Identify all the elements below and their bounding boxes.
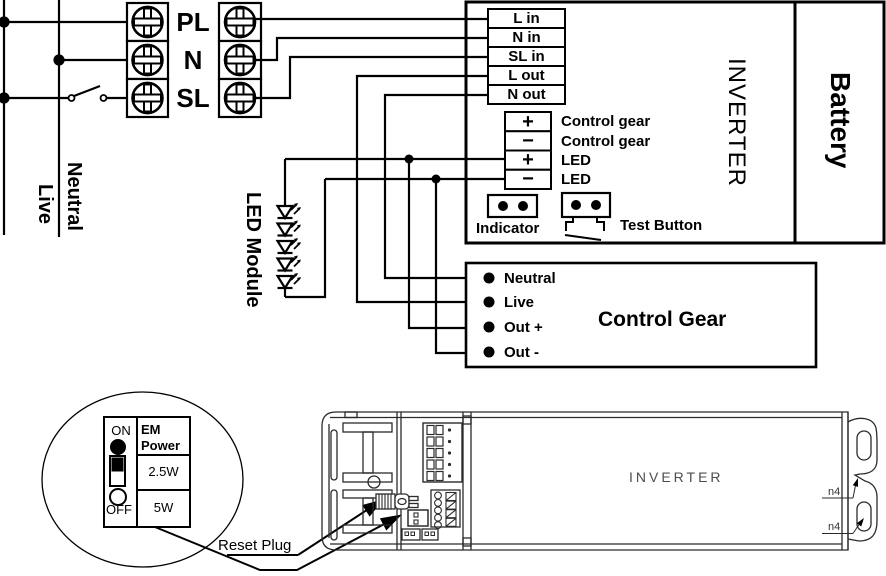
io-wires [255, 17, 488, 304]
dc-label-control-gear-1: Control gear [561, 113, 651, 130]
dc-label-led-1: LED [561, 151, 591, 169]
inset-panel [103, 416, 191, 528]
mount-hole-label-bottom: n4 [828, 521, 841, 533]
cg-terminal-live: Live [504, 294, 535, 311]
reset-plug-label: Reset Plug [218, 537, 292, 554]
io-terminal-boxes [487, 8, 566, 105]
mains-supply-lines [0, 0, 127, 237]
dc-symbol-minus-gear: − [522, 129, 534, 152]
io-terminal-sl-in: SL in [508, 48, 545, 65]
dc-symbol-minus-led: − [522, 168, 534, 191]
off-dot [109, 488, 127, 506]
dc-wires [285, 154, 505, 355]
switch-off-label: OFF [106, 502, 132, 517]
device-terminal-strip [422, 422, 463, 483]
em-mode-switch [109, 455, 126, 487]
cg-terminal-out-plus: Out + [504, 319, 543, 336]
mount-hole-label-top: n4 [828, 486, 841, 498]
led-symbols [276, 201, 303, 290]
dc-symbol-plus-led: + [522, 149, 534, 171]
dc-label-led-2: LED [561, 171, 591, 188]
led-module-string [283, 159, 327, 299]
io-terminal-n-in: N in [512, 29, 541, 46]
device-inverter-label: INVERTER [629, 469, 724, 485]
device-left-section [330, 422, 393, 541]
device-housing [321, 411, 849, 551]
em-power-5w: 5W [153, 500, 174, 515]
dc-terminal-boxes [504, 111, 552, 190]
cg-terminal-neutral: Neutral [504, 270, 556, 287]
io-terminal-l-out: L out [508, 67, 545, 84]
terminal-label-sl: SL [176, 83, 210, 113]
test-button-connector [560, 191, 612, 241]
neutral-label: Neutral [63, 162, 85, 231]
device-mount-flange [822, 417, 878, 542]
indicator-label: Indicator [476, 220, 540, 237]
on-dot [110, 439, 126, 455]
inverter-title: INVERTER [723, 58, 750, 187]
io-terminal-l-in: L in [513, 10, 540, 27]
em-power-2-5w: 2.5W [148, 464, 179, 479]
device-hole [367, 475, 381, 489]
battery-title: Battery [825, 72, 856, 169]
device-mid-connectors [401, 489, 461, 541]
indicator-connector [486, 193, 539, 219]
switch-on-label: ON [111, 423, 131, 438]
io-terminal-n-out: N out [507, 86, 546, 103]
terminal-label-pl: PL [176, 7, 210, 37]
push-button-icon [564, 217, 605, 241]
control-gear-title: Control Gear [598, 308, 727, 331]
reset-plug-leaders [154, 495, 403, 571]
device-reset-plug [375, 493, 419, 510]
terminal-label-n: N [183, 45, 203, 75]
n4-leaders [822, 477, 867, 534]
em-power-header: EM Power [141, 422, 181, 453]
inset-ellipse [41, 391, 244, 568]
control-gear-box [464, 261, 818, 369]
cg-terminal-out-minus: Out - [504, 344, 539, 361]
live-label: Live [34, 184, 56, 225]
dc-label-control-gear-2: Control gear [561, 132, 651, 150]
led-module-label: LED Module [242, 192, 264, 308]
dc-symbol-plus-gear: + [522, 110, 534, 133]
test-button-label: Test Button [620, 217, 703, 234]
inverter-box [464, 0, 886, 245]
